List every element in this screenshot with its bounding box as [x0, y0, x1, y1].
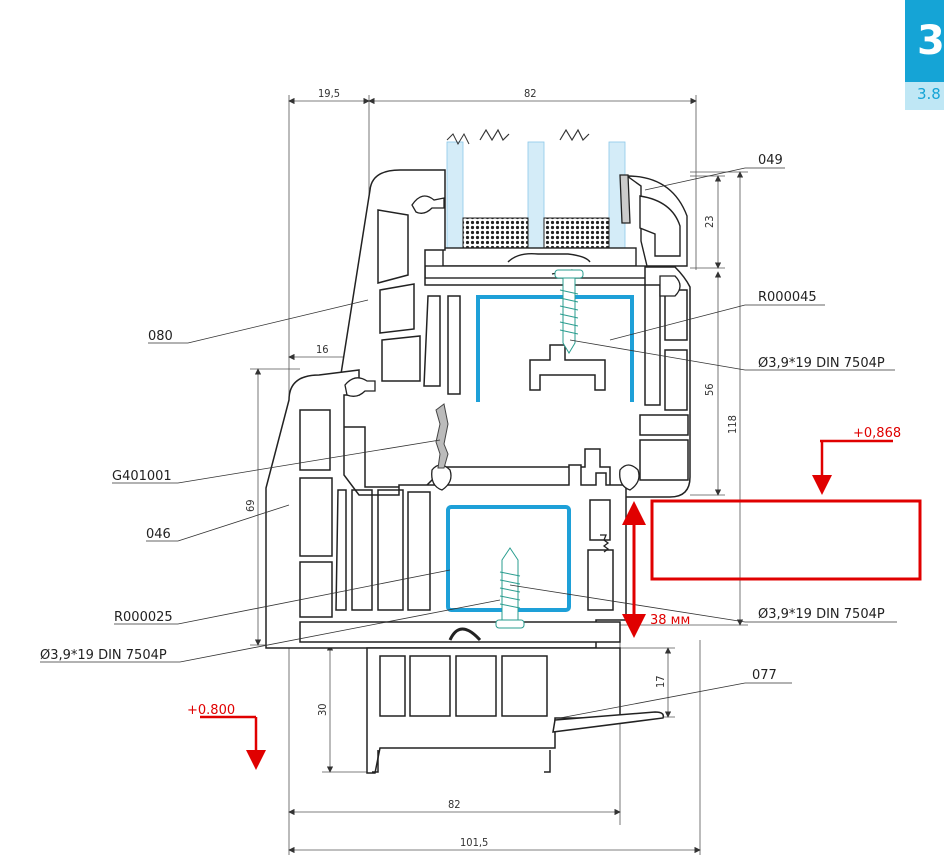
dim-69: 69 [244, 499, 257, 512]
dim-82-bottom: 82 [448, 798, 461, 811]
glass-spacer-left [462, 217, 529, 249]
glazing-bead-049 [624, 175, 688, 267]
dim-56: 56 [703, 383, 716, 396]
red-level-left: +0.800 [187, 703, 235, 718]
dim-82-top: 82 [524, 87, 537, 100]
label-screw-right: Ø3,9*19 DIN 7504P [758, 607, 885, 622]
steel-reinforcement-upper [476, 295, 634, 402]
label-screw-upper: Ø3,9*19 DIN 7504P [758, 356, 885, 371]
dim-16: 16 [316, 343, 329, 356]
hardware-g401001 [435, 403, 449, 469]
section-number: 3 [905, 0, 944, 82]
label-077: 077 [752, 668, 777, 683]
label-080: 080 [148, 329, 173, 344]
screw-upper [554, 269, 584, 354]
label-r000025: R000025 [114, 610, 173, 625]
red-level-right: +0,868 [853, 426, 901, 441]
gaskets-lower [344, 377, 640, 642]
red-highlight-box [650, 499, 922, 581]
screw-lower [495, 547, 525, 629]
frame-profile [265, 369, 627, 649]
label-g401001: G401001 [112, 469, 172, 484]
dim-30: 30 [316, 703, 329, 716]
red-gap-label: 38 мм [650, 613, 690, 628]
glazing-bead [424, 247, 676, 279]
label-046: 046 [146, 527, 171, 542]
dim-17: 17 [654, 675, 667, 688]
red-markup [200, 439, 922, 770]
dim-118: 118 [726, 415, 739, 434]
dim-23: 23 [703, 215, 716, 228]
leader-lines [40, 167, 897, 719]
label-049: 049 [758, 153, 783, 168]
dim-101-5: 101,5 [460, 836, 488, 849]
bottom-profile [366, 647, 665, 774]
label-r000045: R000045 [758, 290, 817, 305]
dim-19-5: 19,5 [318, 87, 340, 100]
subsection-number: 3.8 [917, 85, 941, 103]
glass-unit [446, 128, 626, 249]
sash-profile [334, 169, 691, 498]
gaskets-upper [411, 174, 681, 297]
glass-spacer-right [543, 217, 610, 249]
label-screw-left: Ø3,9*19 DIN 7504P [40, 648, 167, 663]
